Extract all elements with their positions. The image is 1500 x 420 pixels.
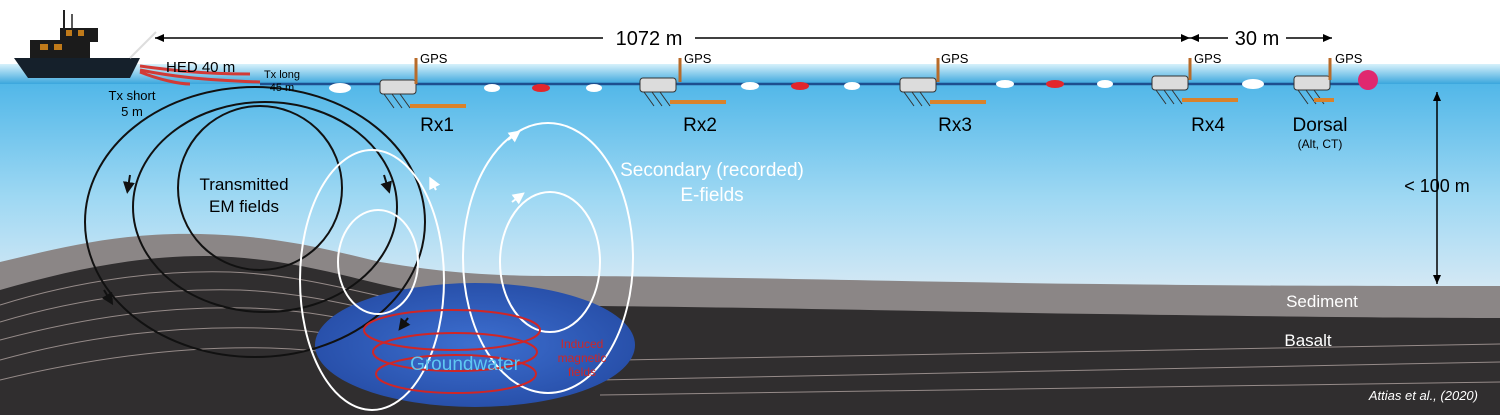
transmitted-label-line2: EM fields <box>209 197 279 216</box>
dorsal-offset-dimension <box>1190 24 1332 50</box>
basalt-label: Basalt <box>1284 331 1332 350</box>
secondary-fields <box>299 122 634 411</box>
gps-label-rx3: GPS <box>941 51 969 66</box>
array-length-label: 1072 m <box>616 28 683 50</box>
gps-label-rx2: GPS <box>684 51 712 66</box>
hed-label: HED 40 m <box>166 59 235 76</box>
secondary-label-line1: Secondary (recorded) <box>620 160 804 181</box>
array-length-dimension <box>155 24 1190 50</box>
citation: Attias et al., (2020) <box>1368 388 1478 403</box>
induced-label-line2: magnetic <box>558 351 607 365</box>
rx3-label: Rx3 <box>938 115 972 136</box>
dorsal-offset-label: 30 m <box>1235 28 1279 50</box>
induced-label-line3: fields <box>568 365 596 379</box>
gps-label-dorsal: GPS <box>1335 51 1363 66</box>
transmitted-fields <box>84 86 426 358</box>
groundwater-label: Groundwater <box>410 354 521 375</box>
receiver-rx4 <box>1151 58 1238 105</box>
receiver-dorsal <box>1293 58 1334 105</box>
induced-label-line1: Induced <box>561 337 604 351</box>
sea-surface <box>0 64 1500 84</box>
receiver-rx2 <box>639 58 726 107</box>
end-buoy <box>1358 70 1378 90</box>
sediment-label: Sediment <box>1286 292 1358 311</box>
transmitted-label-line1: Transmitted <box>199 175 288 194</box>
depth-label: < 100 m <box>1404 176 1470 196</box>
rx2-label: Rx2 <box>683 115 717 136</box>
gps-label-rx1: GPS <box>420 51 448 66</box>
floats <box>329 79 1264 93</box>
dorsal-label: Dorsal <box>1293 115 1348 136</box>
dorsal-sub-label: (Alt, CT) <box>1298 137 1343 151</box>
tx-short-label: Tx short <box>109 88 156 103</box>
gps-label-rx4: GPS <box>1194 51 1222 66</box>
receiver-rx3 <box>899 58 986 107</box>
secondary-label-line2: E-fields <box>680 185 743 206</box>
boat <box>14 10 157 78</box>
tx-short-length-label: 5 m <box>121 104 143 119</box>
rx4-label: Rx4 <box>1191 115 1225 136</box>
induced-fields <box>363 309 541 394</box>
receiver-rx1 <box>379 58 466 109</box>
rx1-label: Rx1 <box>420 115 454 136</box>
depth-dimension <box>1433 92 1441 284</box>
tx-long-length-label: 45 m <box>270 82 294 94</box>
tx-long-label: Tx long <box>264 69 300 81</box>
